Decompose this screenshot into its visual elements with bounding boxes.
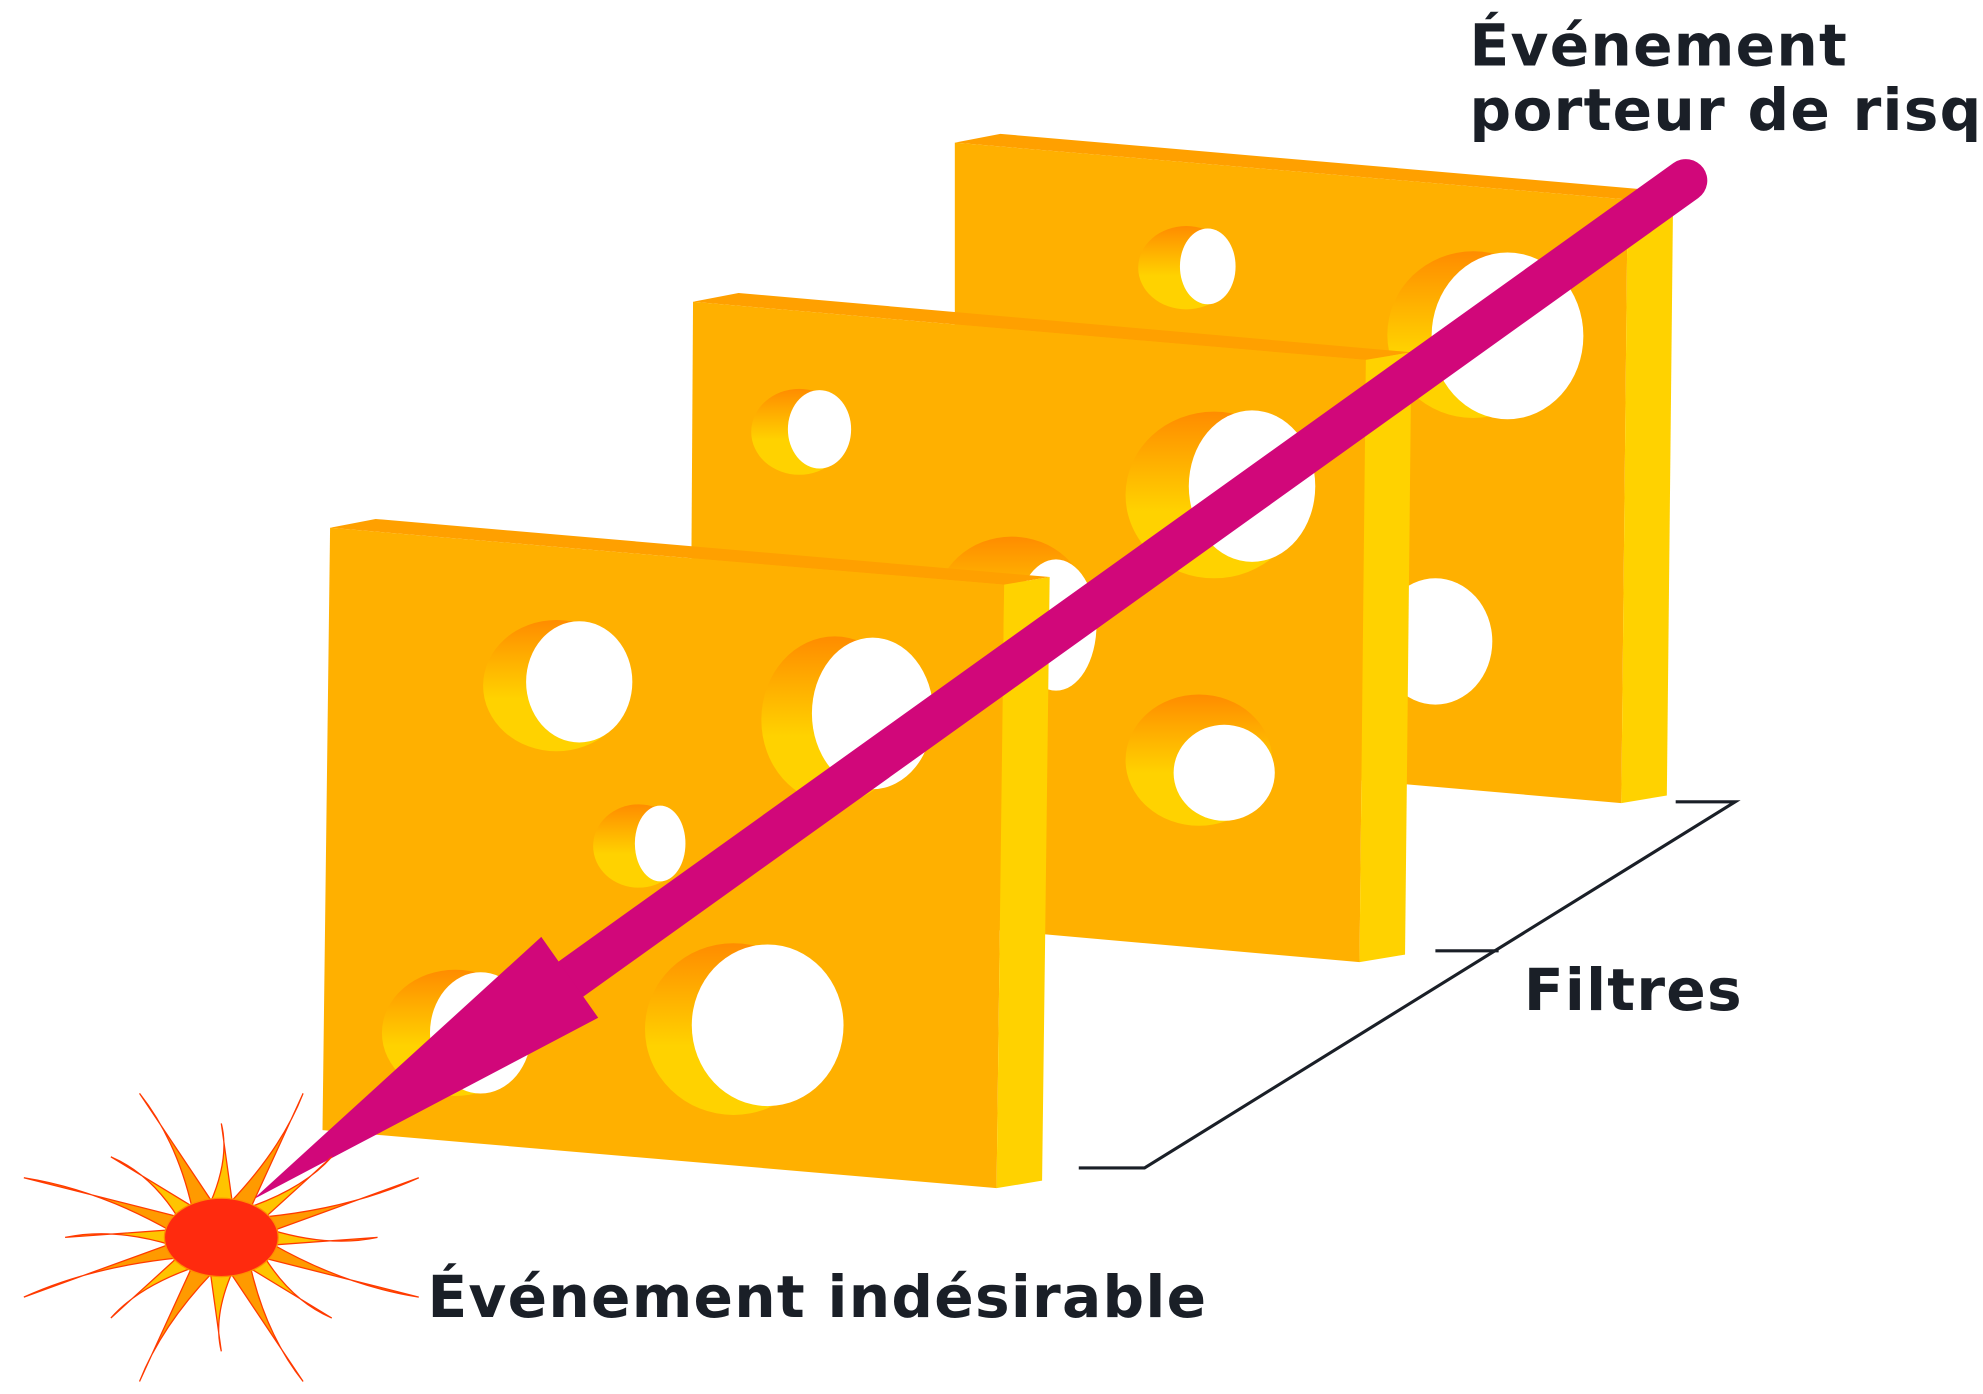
burst-petal bbox=[229, 1265, 304, 1382]
hole bbox=[644, 943, 844, 1115]
burst-petal bbox=[110, 1255, 196, 1319]
filters-label: Filtres bbox=[1524, 956, 1743, 1024]
hole bbox=[1125, 694, 1275, 826]
burst-petal bbox=[209, 1123, 234, 1204]
burst-petal bbox=[23, 1177, 181, 1233]
burst-petal bbox=[64, 1229, 173, 1246]
hole bbox=[483, 619, 633, 752]
burst-petal bbox=[139, 1092, 214, 1210]
incident-burst-icon bbox=[23, 1092, 420, 1382]
source-label-line1: Événement bbox=[1470, 11, 1849, 80]
burst-petal bbox=[261, 1242, 419, 1298]
burst-petal bbox=[270, 1228, 378, 1246]
burst-petal bbox=[209, 1271, 234, 1352]
hole bbox=[751, 388, 852, 475]
burst-petal bbox=[23, 1242, 181, 1298]
burst-petal bbox=[228, 1093, 304, 1210]
burst-petal bbox=[138, 1265, 214, 1382]
filters-bracket bbox=[1078, 800, 1741, 1170]
burst-center bbox=[163, 1197, 279, 1278]
outcome-label: Événement indésirable bbox=[427, 1262, 1207, 1331]
burst-petal bbox=[247, 1255, 333, 1319]
burst-petal bbox=[261, 1177, 420, 1233]
hole bbox=[593, 804, 686, 888]
source-label-line2: porteur de risque bbox=[1470, 76, 1983, 144]
hole bbox=[1138, 226, 1236, 310]
risk-trajectory-arrow bbox=[252, 159, 1708, 1200]
burst-petal bbox=[110, 1156, 196, 1220]
burst-petal bbox=[247, 1156, 333, 1220]
